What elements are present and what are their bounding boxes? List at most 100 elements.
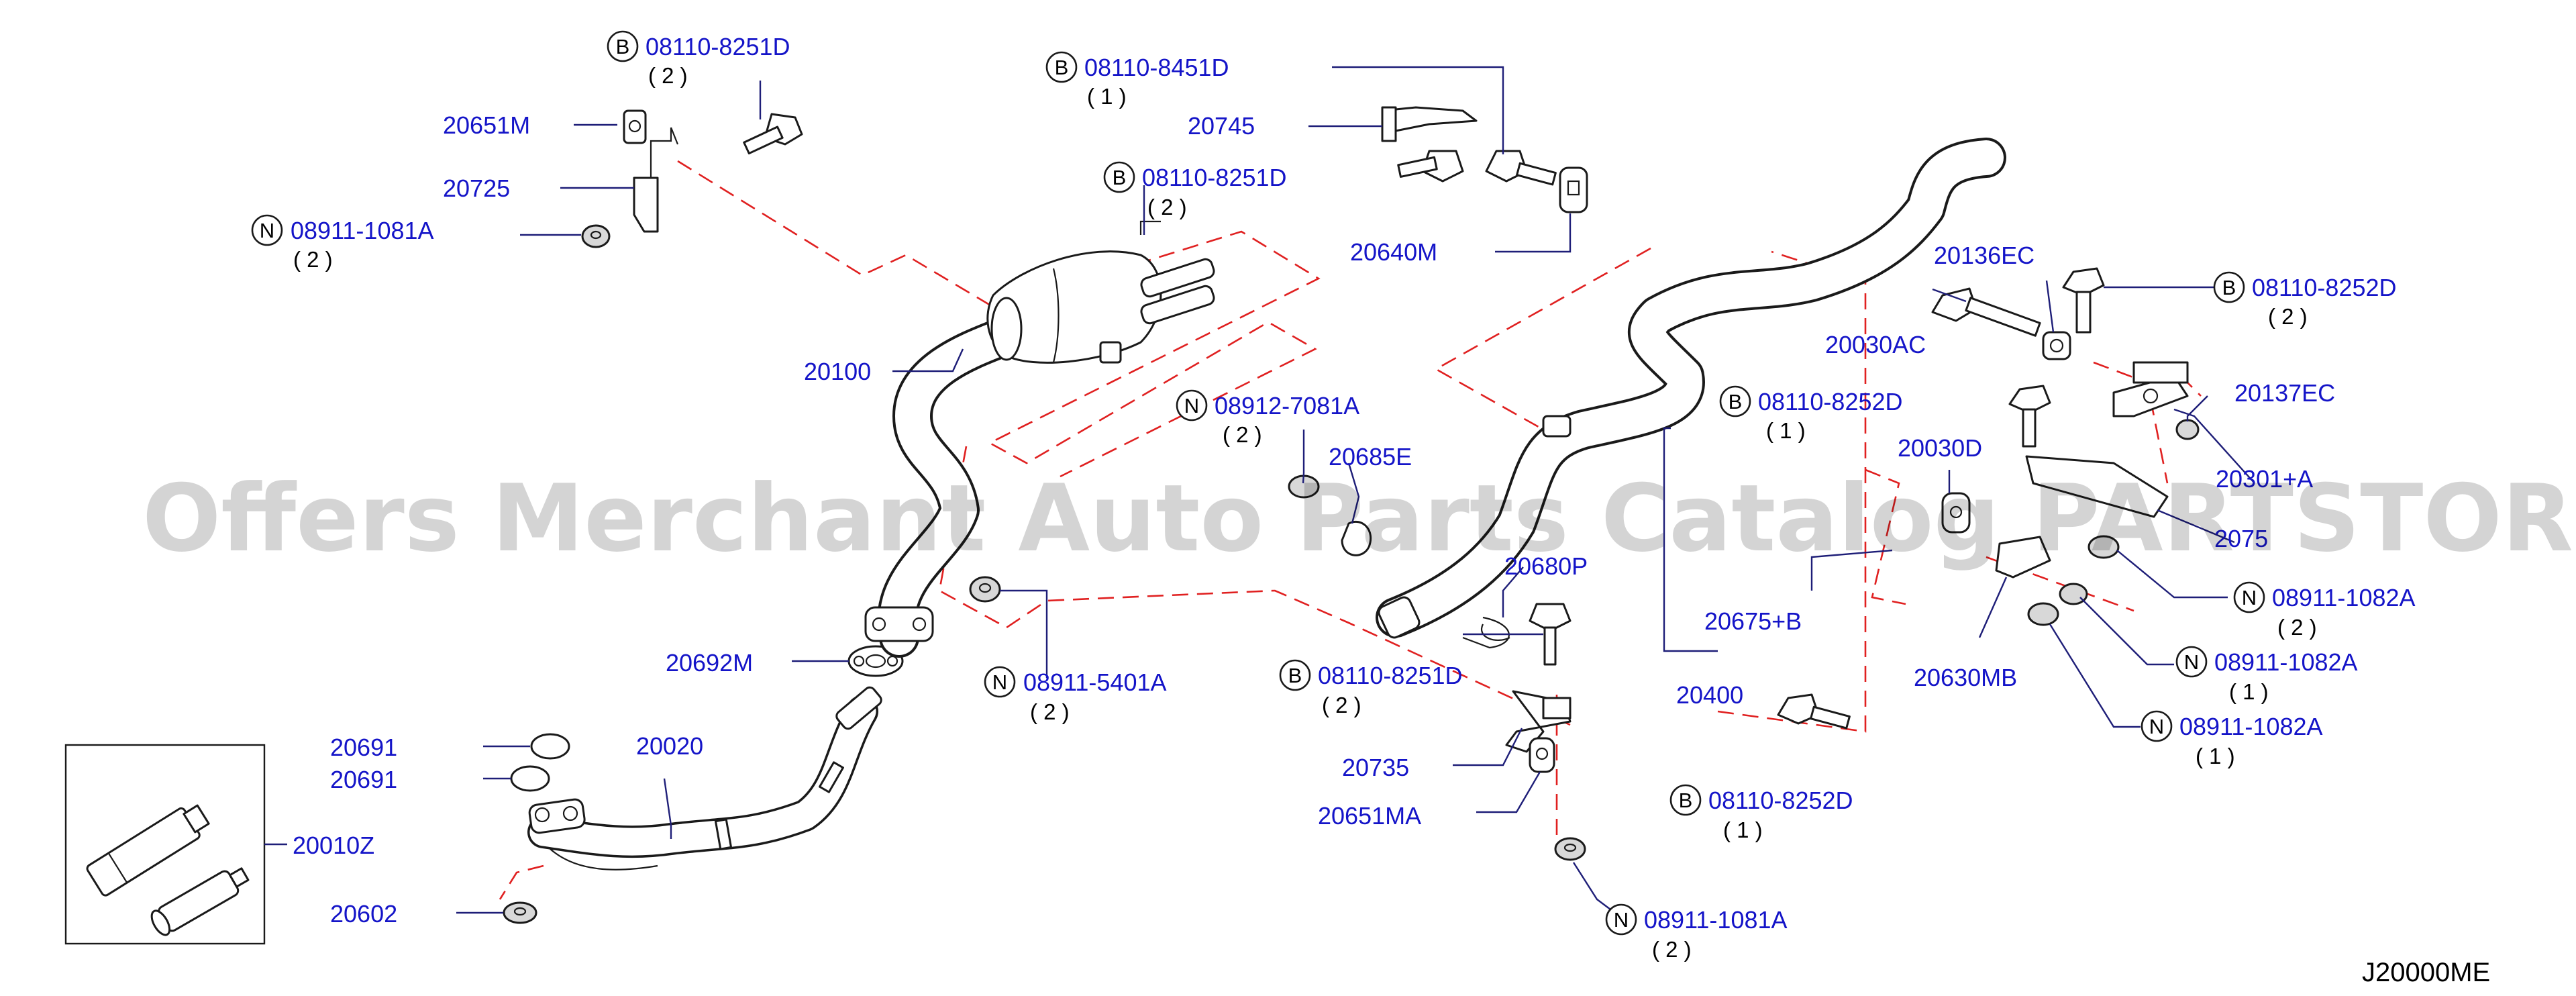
prefix-badge bbox=[1605, 903, 1637, 936]
nut-08911-5401A-drawing bbox=[969, 576, 1001, 603]
callout-20030D[interactable]: 20030D bbox=[1898, 434, 1982, 462]
prefix-letter: B bbox=[1679, 789, 1693, 812]
prefix-letter: B bbox=[616, 35, 630, 58]
bracket-20735-drawing bbox=[1505, 690, 1572, 753]
fastener-callout-6: B 08110-8252D ( 1 ) bbox=[1719, 385, 1903, 443]
prefix-letter: N bbox=[1614, 908, 1629, 932]
sealant-kit-box bbox=[64, 744, 266, 945]
fastener-part-number[interactable]: 08911-1082A bbox=[2272, 584, 2416, 611]
fastener-part-number[interactable]: 08110-8252D bbox=[1758, 388, 1903, 415]
callout-20685E[interactable]: 20685E bbox=[1329, 443, 1412, 470]
fastener-callout-2: N 08911-1081A ( 2 ) bbox=[251, 214, 434, 272]
fastener-part-number[interactable]: 08911-1081A bbox=[1644, 906, 1788, 934]
prefix-letter: B bbox=[1055, 56, 1069, 79]
fastener-callout-12: B 08110-8251D ( 2 ) bbox=[1279, 659, 1463, 717]
callout-20675B[interactable]: 20675+B bbox=[1704, 607, 1802, 635]
fastener-callout-13: B 08110-8252D ( 1 ) bbox=[1669, 784, 1853, 842]
gasket-20691-a-drawing bbox=[530, 733, 570, 760]
fastener-part-number[interactable]: 08110-8252D bbox=[1708, 787, 1853, 814]
bolt-lower-center-drawing bbox=[1529, 603, 1572, 666]
bolt-20745-drawing bbox=[1397, 150, 1464, 183]
fastener-callout-10: N 08911-1082A ( 1 ) bbox=[2141, 710, 2323, 768]
callout-20691-b[interactable]: 20691 bbox=[330, 766, 397, 793]
fastener-quantity: ( 1 ) bbox=[1723, 817, 1763, 842]
fastener-quantity: ( 1 ) bbox=[1087, 84, 1127, 109]
callout-20030AC[interactable]: 20030AC bbox=[1825, 331, 1926, 358]
prefix-letter: B bbox=[1288, 664, 1302, 687]
fastener-quantity: ( 1 ) bbox=[2196, 744, 2235, 768]
prefix-badge bbox=[1103, 161, 1135, 193]
fastener-part-number[interactable]: 08911-1081A bbox=[291, 217, 434, 244]
callout-20136EC[interactable]: 20136EC bbox=[1934, 242, 2034, 269]
fastener-callout-11: N 08911-5401A ( 2 ) bbox=[984, 666, 1167, 724]
clamp-20680P-drawing bbox=[1462, 616, 1510, 649]
prefix-badge bbox=[607, 30, 639, 62]
callout-20725[interactable]: 20725 bbox=[443, 175, 510, 202]
callout-20602[interactable]: 20602 bbox=[330, 900, 397, 928]
callout-20651M[interactable]: 20651M bbox=[443, 111, 530, 139]
prefix-badge bbox=[1669, 784, 1702, 816]
nut-right-3-drawing bbox=[2027, 602, 2059, 626]
fastener-callout-7: N 08912-7081A ( 2 ) bbox=[1176, 389, 1359, 447]
callout-20137EC[interactable]: 20137EC bbox=[2234, 379, 2335, 407]
prefix-badge bbox=[1176, 389, 1208, 421]
fastener-callout-1: B 08110-8251D ( 2 ) bbox=[607, 30, 790, 88]
fastener-part-number[interactable]: 08911-1082A bbox=[2179, 713, 2323, 740]
fastener-quantity: ( 2 ) bbox=[293, 247, 333, 272]
prefix-badge bbox=[2233, 581, 2265, 613]
fastener-part-number[interactable]: 08110-8251D bbox=[646, 33, 790, 60]
callout-20735[interactable]: 20735 bbox=[1342, 754, 1409, 781]
bracket-20651M-drawing bbox=[623, 109, 647, 144]
prefix-letter: B bbox=[2222, 276, 2236, 299]
callout-20630MB[interactable]: 20630MB bbox=[1914, 664, 2017, 691]
fastener-part-number[interactable]: 08912-7081A bbox=[1215, 392, 1359, 419]
nut-top-left-drawing bbox=[581, 224, 611, 248]
callout-20745[interactable]: 20745 bbox=[1188, 112, 1255, 140]
gasket-20691-b-drawing bbox=[510, 765, 550, 792]
prefix-badge bbox=[2213, 271, 2245, 303]
callout-20680P[interactable]: 20680P bbox=[1504, 552, 1588, 580]
fastener-callout-3: B 08110-8451D ( 1 ) bbox=[1045, 51, 1229, 109]
callout-20692M[interactable]: 20692M bbox=[666, 649, 753, 677]
callout-2075[interactable]: 2075 bbox=[2214, 525, 2268, 552]
fastener-part-number[interactable]: 08110-8252D bbox=[2252, 274, 2397, 301]
main-muffler-drawing bbox=[1376, 138, 2006, 641]
nut-20602-drawing bbox=[503, 901, 537, 924]
fastener-callout-5: B 08110-8252D ( 2 ) bbox=[2213, 271, 2397, 329]
bracket-20630MB-drawing bbox=[1995, 536, 2051, 579]
fastener-part-number[interactable]: 08110-8251D bbox=[1142, 164, 1287, 191]
prefix-letter: N bbox=[2242, 586, 2257, 609]
callout-20400[interactable]: 20400 bbox=[1676, 681, 1743, 709]
callout-20640M[interactable]: 20640M bbox=[1350, 238, 1437, 266]
callout-20651MA[interactable]: 20651MA bbox=[1318, 802, 1421, 830]
prefix-badge bbox=[1279, 659, 1311, 691]
callout-20301A[interactable]: 20301+A bbox=[2216, 465, 2313, 493]
watermark: Offers Merchant Auto Parts Catalog PARTS… bbox=[142, 464, 2576, 572]
callout-20010Z[interactable]: 20010Z bbox=[293, 832, 374, 859]
fastener-quantity: ( 2 ) bbox=[2277, 615, 2317, 640]
callout-20020[interactable]: 20020 bbox=[636, 732, 703, 760]
prefix-badge bbox=[1719, 385, 1751, 417]
prefix-badge bbox=[2141, 710, 2173, 742]
fastener-part-number[interactable]: 08911-5401A bbox=[1023, 668, 1167, 696]
prefix-badge bbox=[1045, 51, 1078, 83]
insulator-20030D-drawing bbox=[1941, 492, 1971, 534]
fastener-part-number[interactable]: 08911-1082A bbox=[2214, 648, 2358, 676]
fastener-quantity: ( 1 ) bbox=[2229, 679, 2269, 704]
prefix-letter: N bbox=[992, 670, 1007, 694]
bolt-upper-right-drawing bbox=[2062, 267, 2105, 334]
part-callouts: 20651M 20725 20100 20745 20640M 20136EC … bbox=[293, 111, 2335, 928]
bolt-right-mid-drawing bbox=[2008, 385, 2051, 448]
prefix-letter: N bbox=[2149, 715, 2164, 738]
hanger-20745-drawing bbox=[1381, 106, 1478, 142]
fastener-part-number[interactable]: 08110-8251D bbox=[1318, 662, 1463, 689]
prefix-badge bbox=[251, 214, 283, 246]
callout-20691-a[interactable]: 20691 bbox=[330, 734, 397, 761]
nut-lower-center-drawing bbox=[1554, 837, 1586, 861]
nut-right-2-drawing bbox=[2059, 583, 2088, 605]
fastener-part-number[interactable]: 08110-8451D bbox=[1084, 54, 1229, 81]
bushing-20136EC-drawing bbox=[2042, 331, 2071, 360]
prefix-letter: N bbox=[2184, 650, 2199, 674]
callout-20100[interactable]: 20100 bbox=[804, 358, 871, 385]
